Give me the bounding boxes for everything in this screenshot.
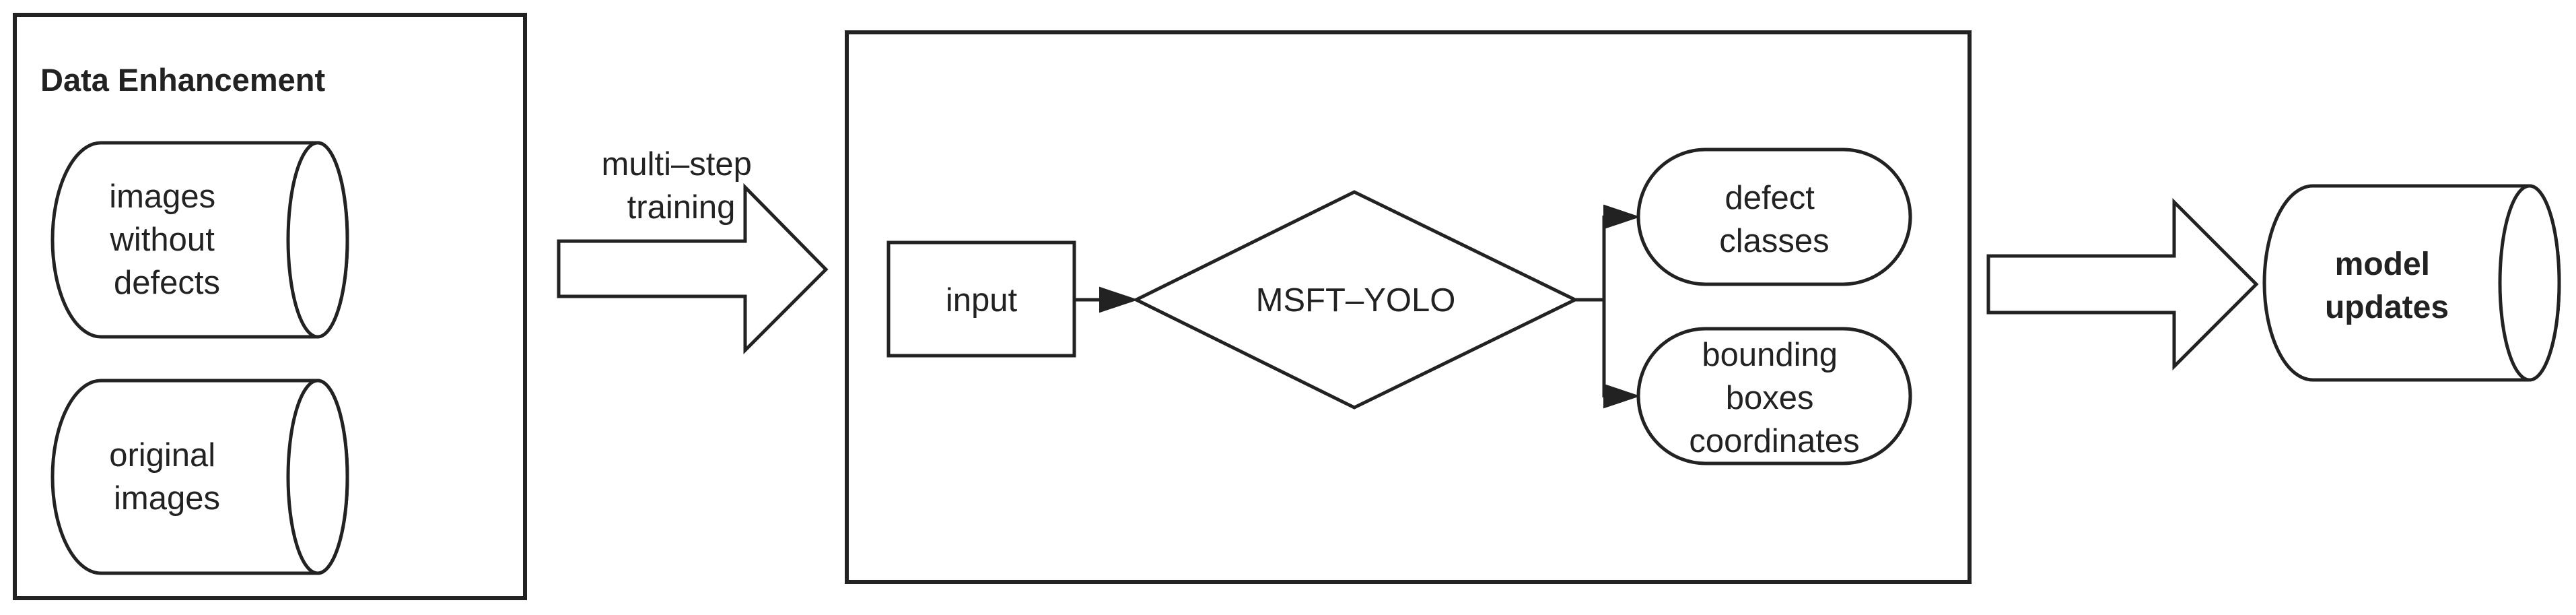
arrowhead-icon (1603, 204, 1641, 230)
block-arrow-right (557, 183, 829, 355)
stadium-shape (1636, 148, 1912, 286)
model-label: MSFT–YOLO (1256, 282, 1456, 319)
input-node: input (886, 240, 1076, 358)
cylinder-original-images: original images (50, 379, 349, 575)
cylinder-end-cap (286, 379, 349, 575)
cylinder-label: original images (109, 437, 225, 517)
training-arrow-label: multi–step training (602, 146, 761, 226)
data-enhancement-title: Data Enhancement (40, 62, 325, 98)
cylinder-model-updates: model updates (2262, 184, 2561, 382)
cylinder-label: images without defects (109, 179, 225, 301)
block-arrow-right (1986, 197, 2259, 371)
output-defect-classes: defect classes (1636, 148, 1912, 286)
output-bounding-boxes-label: bounding boxes coordinates (1689, 337, 1859, 459)
model-panel: input MSFT–YOLO defect classes (845, 30, 1972, 584)
input-label: input (946, 282, 1018, 319)
output-bounding-boxes: bounding boxes coordinates (1636, 327, 1912, 465)
input-box (886, 240, 1076, 358)
model-node: MSFT–YOLO (1132, 190, 1579, 410)
model-updates-label: model updates (2325, 247, 2449, 325)
cylinder-end-cap (286, 141, 349, 339)
arrowhead-icon (1099, 286, 1139, 313)
output-arrow (1986, 197, 2259, 371)
training-arrow: multi–step training (557, 146, 829, 355)
cylinder-end-cap (2498, 184, 2561, 382)
stadium-shape (1636, 327, 1912, 465)
cylinder-images-without-defects: images without defects (50, 141, 349, 339)
output-defect-classes-label: defect classes (1719, 180, 1829, 259)
arrowhead-icon (1603, 383, 1641, 409)
data-enhancement-panel: Data Enhancement images without defects … (13, 13, 527, 600)
